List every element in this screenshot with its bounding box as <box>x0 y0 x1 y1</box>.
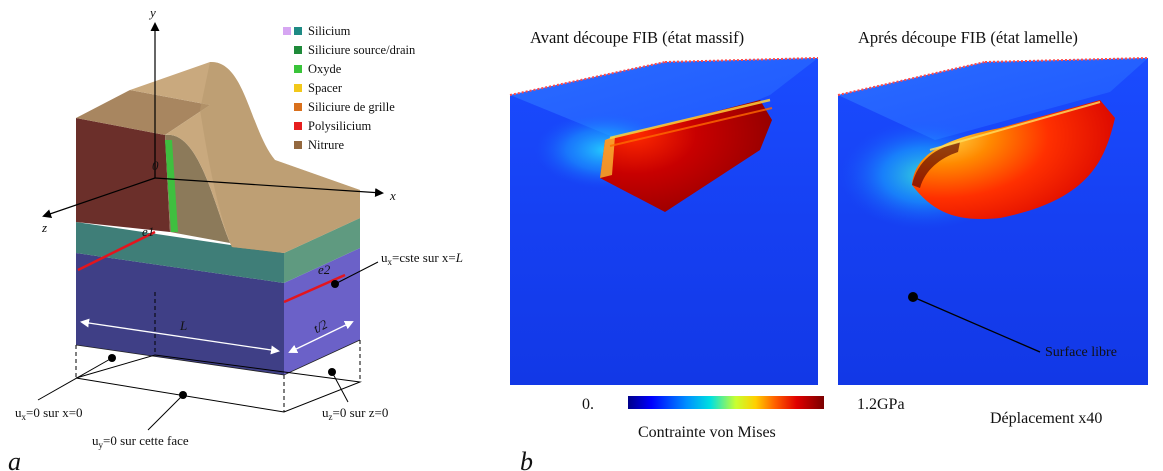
legend-swatch-silicium-a <box>283 27 291 35</box>
gate-top-face <box>76 90 210 135</box>
legend-label-nitrure: Nitrure <box>308 138 345 152</box>
length-dimension <box>80 318 280 355</box>
cut-line-e1 <box>77 230 156 272</box>
origin-label: 0 <box>152 158 159 173</box>
free-surface-label: Surface libre <box>1045 345 1117 360</box>
x-axis-arrow <box>154 177 384 198</box>
spacer-curve <box>165 134 284 253</box>
x-axis-label: x <box>389 188 396 203</box>
legend-label-silicium: Silicium <box>308 24 351 38</box>
silicon-layer-front <box>76 222 284 283</box>
y-axis-label: y <box>148 5 156 20</box>
cut-label-e2: e2 <box>318 262 331 277</box>
cut-line-e2 <box>283 273 346 304</box>
oxide-sliver <box>165 140 178 232</box>
z-axis-label: z <box>41 220 47 235</box>
legend-swatch-siliciure-sd <box>294 46 302 54</box>
length-label: L <box>179 318 187 333</box>
legend-label-oxyde: Oxyde <box>308 62 342 76</box>
panel-a-figure: e1 e2 y x z 0 L t/2 ux=cste sur x=L <box>8 5 463 471</box>
legend-swatch-spacer <box>294 84 302 92</box>
bc-uz-z0: uz=0 sur z=0 <box>322 405 388 422</box>
displacement-label: Déplacement x40 <box>990 410 1102 427</box>
gate-front-face <box>76 118 170 232</box>
thickness-dimension <box>288 320 354 354</box>
panel-b-figure: Avant découpe FIB (état massif) Aprés dé… <box>509 28 1149 471</box>
panel-b-label: b <box>520 447 533 471</box>
legend-label-polysilicium: Polysilicium <box>308 119 371 133</box>
right-hot-region <box>912 100 1115 220</box>
z-axis-arrow <box>42 177 156 218</box>
legend-label-siliciure-sd: Siliciure source/drain <box>308 43 416 57</box>
base-plane <box>75 354 362 413</box>
bc-ux-cste: ux=cste sur x=L <box>381 250 463 267</box>
right-stress-map <box>837 57 1149 385</box>
colorbar-min: 0. <box>582 396 594 413</box>
legend-swatch-silicium-b <box>294 27 302 35</box>
bc-uy-face: uy=0 sur cette face <box>92 433 189 450</box>
material-legend: Silicium Siliciure source/drain Oxyde Sp… <box>283 24 416 152</box>
silicon-layer-side <box>284 218 360 283</box>
colorbar-max: 1.2GPa <box>857 396 905 413</box>
cut-label-e1: e1 <box>142 224 154 239</box>
legend-label-siliciure-grille: Siliciure de grille <box>308 100 395 114</box>
legend-swatch-polysilicium <box>294 122 302 130</box>
colorbar-label: Contrainte von Mises <box>638 424 776 441</box>
legend-swatch-siliciure-grille <box>294 103 302 111</box>
legend-swatch-oxyde <box>294 65 302 73</box>
left-sim-title: Avant découpe FIB (état massif) <box>530 28 744 47</box>
panel-a-label: a <box>8 447 21 471</box>
legend-swatch-nitrure <box>294 141 302 149</box>
legend-label-spacer: Spacer <box>308 81 343 95</box>
right-sim-title: Aprés découpe FIB (état lamelle) <box>858 28 1078 47</box>
bc-ux-x0: ux=0 sur x=0 <box>15 405 83 422</box>
left-stress-map <box>509 57 819 385</box>
left-hot-region <box>600 100 772 212</box>
colorbar <box>628 396 824 409</box>
